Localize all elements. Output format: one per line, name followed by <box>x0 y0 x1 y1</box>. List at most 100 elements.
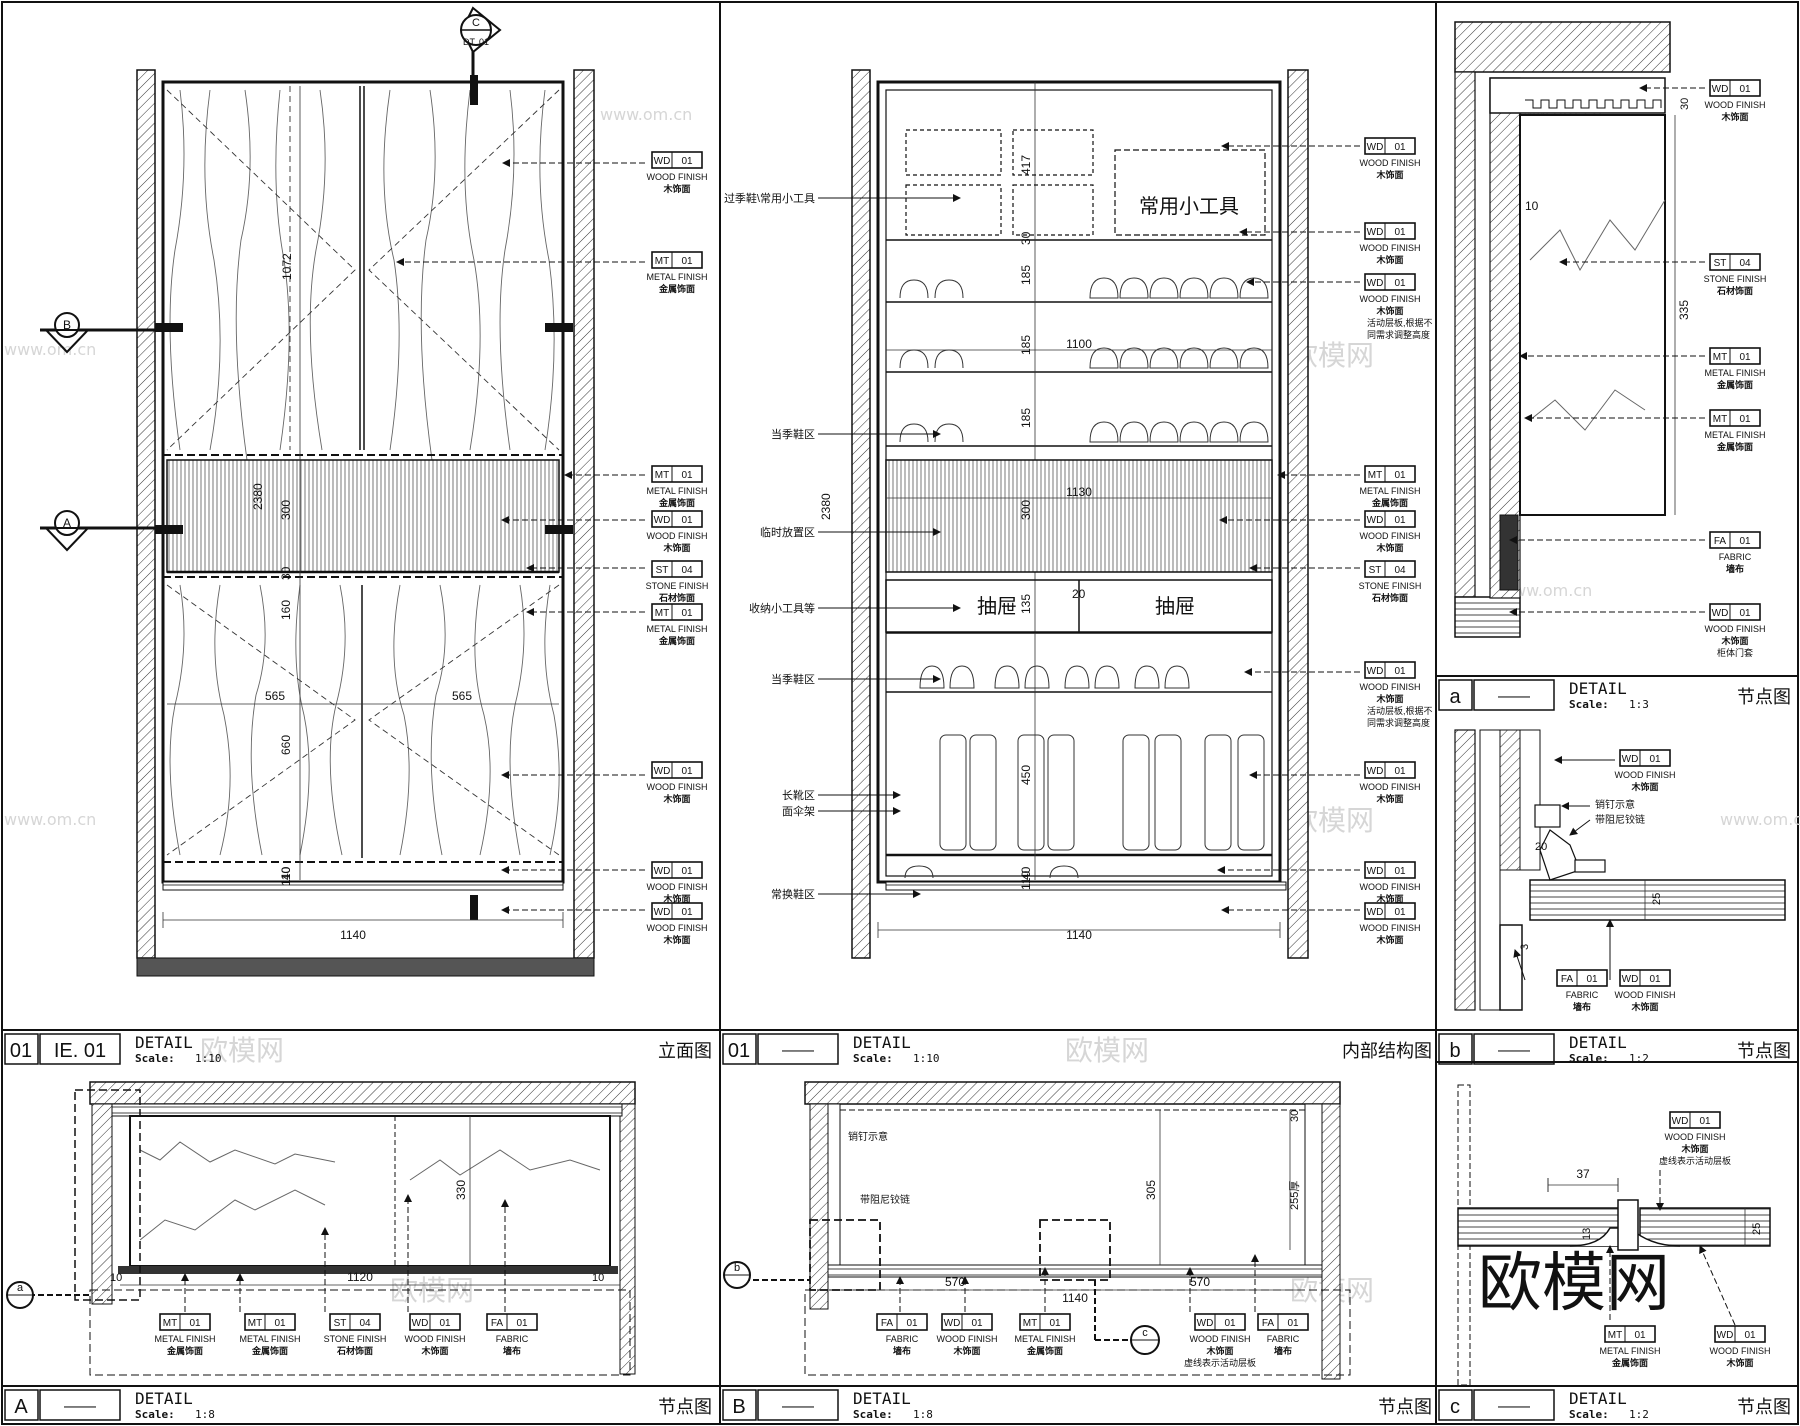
dim-upper: 1072 <box>280 253 294 280</box>
svg-text:WD: WD <box>654 515 671 526</box>
svg-text:1:10: 1:10 <box>913 1052 940 1065</box>
dim-width: 1140 <box>340 928 366 942</box>
svg-text:墙布: 墙布 <box>1274 1345 1292 1356</box>
label-daily-shoes: 常换鞋区 <box>771 887 815 901</box>
svg-text:01: 01 <box>439 1318 451 1329</box>
svg-text:METAL FINISH: METAL FINISH <box>1704 430 1765 440</box>
svg-text:金属饰面: 金属饰面 <box>658 497 695 508</box>
svg-text:B: B <box>63 318 71 332</box>
svg-text:木饰面: 木饰面 <box>420 1345 448 1356</box>
svg-text:WOOD FINISH: WOOD FINISH <box>1360 294 1421 304</box>
dim-135: 135 <box>1019 594 1033 614</box>
svg-text:——: —— <box>782 1042 814 1059</box>
svg-text:Scale:: Scale: <box>1569 1052 1609 1065</box>
svg-text:METAL FINISH: METAL FINISH <box>646 624 707 634</box>
svg-text:ST: ST <box>334 1318 347 1329</box>
svg-text:WD: WD <box>1672 1116 1689 1127</box>
dim-3: 3 <box>1519 944 1531 950</box>
svg-text:01: 01 <box>1049 1318 1061 1329</box>
svg-text:WOOD FINISH: WOOD FINISH <box>1190 1334 1251 1344</box>
svg-text:01: 01 <box>1739 536 1751 547</box>
svg-text:WOOD FINISH: WOOD FINISH <box>1615 770 1676 780</box>
svg-text:STONE FINISH: STONE FINISH <box>1704 274 1767 284</box>
svg-text:木饰面: 木饰面 <box>1375 254 1403 265</box>
svg-text:——: —— <box>1498 688 1530 705</box>
svg-text:WOOD FINISH: WOOD FINISH <box>405 1334 466 1344</box>
svg-text:01: 01 <box>1739 352 1751 363</box>
svg-text:01: 01 <box>681 156 693 167</box>
svg-text:虚线表示活动层板: 虚线表示活动层板 <box>1184 1357 1256 1368</box>
svg-text:ST: ST <box>1714 258 1727 269</box>
svg-text:1:8: 1:8 <box>195 1408 215 1421</box>
svg-text:内部结构图: 内部结构图 <box>1342 1041 1432 1061</box>
svg-text:FABRIC: FABRIC <box>496 1334 529 1344</box>
title-block-elevation: 01 IE. 01 DETAIL Scale: 1:10 立面图 <box>2 1029 720 1065</box>
svg-text:石材饰面: 石材饰面 <box>336 1345 373 1356</box>
label-current-shoes: 当季鞋区 <box>771 672 815 686</box>
svg-text:WD: WD <box>1367 227 1384 238</box>
svg-text:STONE FINISH: STONE FINISH <box>1359 581 1422 591</box>
note-hinge: 带阻尼铰链 <box>860 1193 910 1206</box>
svg-text:WD: WD <box>944 1318 961 1329</box>
svg-text:METAL FINISH: METAL FINISH <box>154 1334 215 1344</box>
svg-text:METAL FINISH: METAL FINISH <box>646 486 707 496</box>
svg-text:01: 01 <box>274 1318 286 1329</box>
svg-text:01: 01 <box>681 515 693 526</box>
svg-text:WOOD FINISH: WOOD FINISH <box>1705 624 1766 634</box>
svg-text:虚线表示活动层板: 虚线表示活动层板 <box>1659 1155 1731 1166</box>
elevation-drawing: 1140 1072 2380 300 30 160 660 110 40 565… <box>40 6 645 977</box>
svg-text:Scale:: Scale: <box>853 1408 893 1421</box>
watermark-url: www.om.cn <box>4 340 96 359</box>
title-block-plan-A: A —— DETAIL Scale: 1:8 节点图 <box>2 1385 720 1421</box>
svg-text:木饰面: 木饰面 <box>662 542 690 553</box>
svg-text:——: —— <box>64 1398 96 1415</box>
svg-text:金属饰面: 金属饰面 <box>658 283 695 294</box>
svg-text:01: 01 <box>1394 515 1406 526</box>
dim-330: 330 <box>454 1180 468 1200</box>
svg-text:WOOD FINISH: WOOD FINISH <box>1665 1132 1726 1142</box>
svg-text:WD: WD <box>1367 278 1384 289</box>
svg-text:METAL FINISH: METAL FINISH <box>1599 1346 1660 1356</box>
watermark-brand: 欧模网 <box>1065 1034 1149 1067</box>
svg-text:b: b <box>734 1262 740 1274</box>
dim-300: 300 <box>1019 500 1033 520</box>
svg-text:WOOD FINISH: WOOD FINISH <box>647 782 708 792</box>
svg-text:A: A <box>14 1396 28 1418</box>
svg-text:木饰面: 木饰面 <box>952 1345 980 1356</box>
svg-text:01: 01 <box>1394 766 1406 777</box>
note-pin: 销钉示意 <box>1595 798 1635 811</box>
label-drawer-left: 抽屉 <box>977 595 1017 618</box>
svg-text:木饰面: 木饰面 <box>1375 793 1403 804</box>
svg-text:WD: WD <box>1367 515 1384 526</box>
svg-text:1:3: 1:3 <box>1629 698 1649 711</box>
svg-text:METAL FINISH: METAL FINISH <box>239 1334 300 1344</box>
svg-text:WD: WD <box>1367 666 1384 677</box>
svg-text:IE. 01: IE. 01 <box>54 1040 106 1062</box>
svg-text:01: 01 <box>10 1040 32 1062</box>
svg-text:立面图: 立面图 <box>658 1041 712 1061</box>
interior-drawing: 1140 1100 1130 2380 417 185 185 185 30 3… <box>724 69 1360 959</box>
svg-text:柜体门套: 柜体门套 <box>1717 647 1753 658</box>
svg-text:C: C <box>472 17 480 29</box>
watermark-big: 欧模网 <box>1478 1247 1670 1319</box>
title-block-interior: 01 —— DETAIL Scale: 1:10 内部结构图 <box>722 1033 1432 1065</box>
svg-text:WD: WD <box>654 766 671 777</box>
svg-text:WD: WD <box>654 866 671 877</box>
